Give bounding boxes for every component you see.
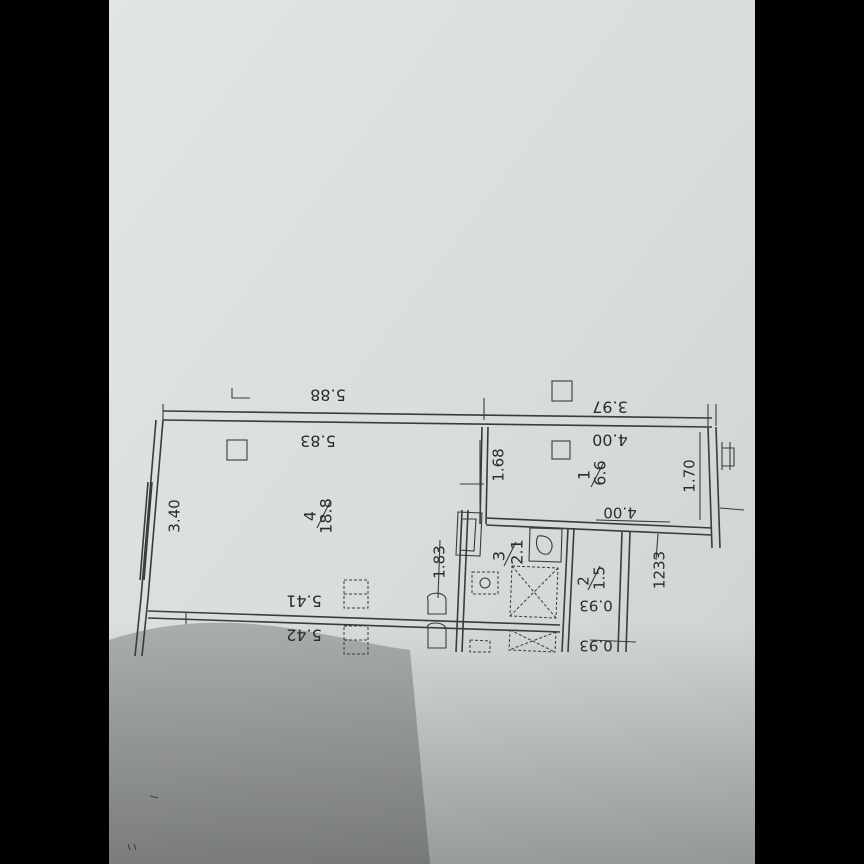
shower-tray xyxy=(509,565,559,619)
toilet-1 xyxy=(427,592,447,615)
room1-bottom-a xyxy=(485,517,713,529)
dim-right-height: 1.70 xyxy=(681,459,699,492)
toilet-2 xyxy=(427,622,447,649)
right-wall-b xyxy=(715,426,721,549)
room-2-label: 2 1.5 xyxy=(575,565,609,591)
dim-wc-width-b: 0.93 xyxy=(579,637,612,655)
dim-line-bath xyxy=(437,539,441,599)
left-wall-lower-b xyxy=(134,597,142,657)
room-4-number: 4 xyxy=(301,511,320,521)
sink-box xyxy=(528,527,563,563)
right-tick xyxy=(719,507,745,511)
bottom-wall-a xyxy=(147,610,561,626)
room-1-label: 1 6.6 xyxy=(575,460,610,488)
partition-4-1 xyxy=(479,426,483,525)
room-3-label: 3 2.1 xyxy=(490,539,527,567)
room-2-fraction-line xyxy=(587,565,601,591)
room-3-area: 2.1 xyxy=(508,539,527,564)
dim-wc-width-a: 0.93 xyxy=(579,597,612,615)
top-wall-outer xyxy=(162,410,713,419)
room-3-fraction-line xyxy=(503,541,517,567)
shower-x2 xyxy=(509,567,559,617)
dim-mid-height: 1.68 xyxy=(490,448,508,481)
bottom-shade xyxy=(109,620,755,864)
corner-mark-2 xyxy=(722,447,735,467)
corner-mark-1 xyxy=(231,388,250,399)
pencil-mark-1 xyxy=(149,795,159,799)
room-2-area: 1.5 xyxy=(591,566,609,590)
room-4-label: 4 18.8 xyxy=(301,498,336,534)
left-wall-a xyxy=(147,419,164,599)
vent-square-1 xyxy=(226,439,248,461)
sink-inner xyxy=(535,535,553,555)
left-window-b xyxy=(143,481,153,581)
shower-x1 xyxy=(511,565,557,619)
dim-top-left-outer: 5.88 xyxy=(310,386,346,405)
wc-left-b xyxy=(567,527,575,653)
vent-square-2 xyxy=(551,380,573,402)
wc-right-b xyxy=(625,531,631,653)
room-1-fraction-line xyxy=(590,461,605,488)
vent-square-3 xyxy=(551,440,571,460)
dim-line-bottom xyxy=(589,639,637,643)
room-3-number: 3 xyxy=(490,551,509,561)
wc-right xyxy=(617,531,623,653)
bath-box xyxy=(455,511,483,557)
room-1-number: 1 xyxy=(575,470,594,480)
wc-left xyxy=(561,527,569,653)
room1-bottom-b xyxy=(485,524,713,536)
dim-room1-lower: 4.00 xyxy=(603,504,636,522)
dim-line-wc xyxy=(655,533,659,561)
appliance-2 xyxy=(469,639,491,653)
shower-lower-x xyxy=(508,629,557,653)
partition-4-1-b xyxy=(485,426,489,525)
left-wall-b xyxy=(140,419,157,599)
bath-left-b xyxy=(461,509,469,653)
bath-box-inner xyxy=(459,518,477,552)
top-wall-inner xyxy=(162,419,713,428)
dim-top-left-inner: 5.83 xyxy=(300,432,336,451)
appliance-1 xyxy=(471,571,499,595)
room-1-area: 6.6 xyxy=(591,460,610,485)
dim-top-right-outer: 3.97 xyxy=(592,398,628,417)
dim-top-right-inner: 4.00 xyxy=(592,431,628,450)
dim-left-height: 3.40 xyxy=(166,499,184,532)
bottom-wall-b xyxy=(147,617,561,633)
dim-bottom-inner: 5.41 xyxy=(286,592,322,611)
dim-line-lower xyxy=(595,519,671,523)
appliance-1-dot xyxy=(479,577,491,589)
room-4-area: 18.8 xyxy=(317,498,336,534)
dim-bottom-outer: 5.42 xyxy=(286,626,322,645)
room-4-fraction-line xyxy=(316,501,331,529)
room-2-number: 2 xyxy=(575,576,593,586)
left-wall-lower-a xyxy=(141,597,149,657)
pencil-mark-2 xyxy=(127,843,137,851)
dim-bath-height: 1.83 xyxy=(431,545,449,578)
dim-right-lower: 1233 xyxy=(651,551,669,589)
left-window-a xyxy=(139,481,149,581)
